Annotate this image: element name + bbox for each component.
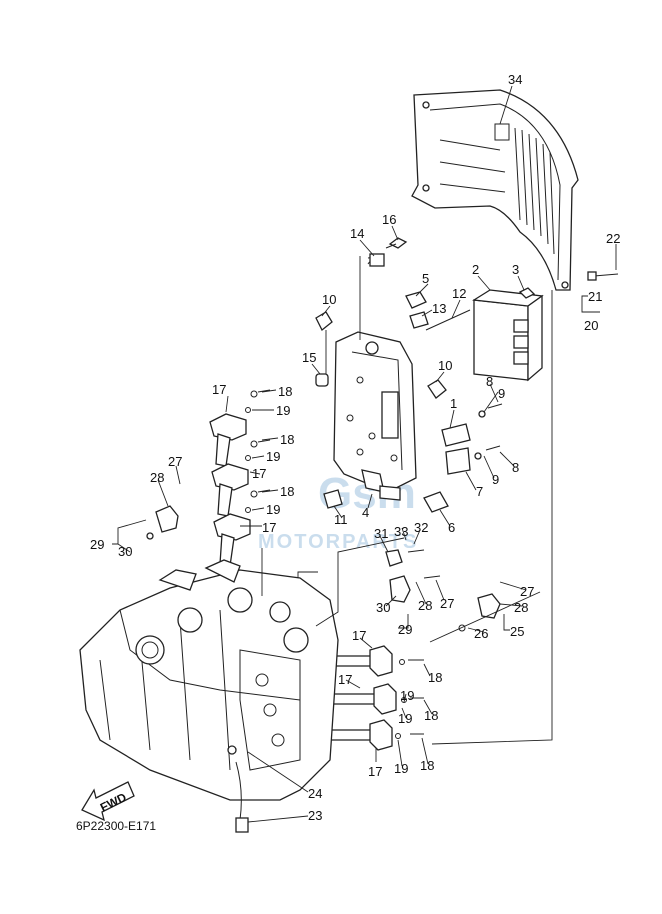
callout-34: 34: [508, 72, 522, 87]
callout-12: 12: [452, 286, 466, 301]
callout-19-seal-2: 19: [266, 449, 280, 464]
callout-25: 25: [510, 624, 524, 639]
callout-1: 1: [450, 396, 457, 411]
callout-30-mid: 30: [376, 600, 390, 615]
callout-28-left: 28: [150, 470, 164, 485]
mounting-bracket: [333, 331, 417, 501]
cam-sensors: [146, 505, 501, 632]
callout-19-seal-4: 19: [400, 688, 414, 703]
callout-27-mid: 27: [440, 596, 454, 611]
ecm-unit: [472, 289, 544, 382]
callout-14: 14: [350, 226, 364, 241]
callout-19-seal-3: 19: [266, 502, 280, 517]
callout-19-seal-5: 19: [398, 711, 412, 726]
small-hardware: [315, 237, 619, 513]
callout-26: 26: [474, 626, 488, 641]
ignition-coils-upper: [209, 389, 271, 567]
callout-9-lower: 9: [492, 472, 499, 487]
callout-3: 3: [512, 262, 519, 277]
callout-11: 11: [334, 512, 348, 527]
callout-31: 31: [374, 526, 388, 541]
callout-32: 32: [414, 520, 428, 535]
callout-17-coil-2: 17: [252, 466, 266, 481]
callout-18-bolt-6: 18: [420, 758, 434, 773]
callout-29-mid: 29: [398, 622, 412, 637]
engine-block: [79, 559, 339, 801]
callout-17-coil-3: 17: [262, 520, 276, 535]
callout-33: 33: [394, 524, 408, 539]
callout-20: 20: [584, 318, 598, 333]
callout-18-bolt-3: 18: [280, 484, 294, 499]
callout-17-coil-1: 17: [212, 382, 226, 397]
callout-17-coil-6: 17: [368, 764, 382, 779]
callout-19-seal-6: 19: [394, 761, 408, 776]
callout-28-mid: 28: [418, 598, 432, 613]
forward-direction-arrow: FWD: [81, 781, 135, 822]
callout-18-bolt-1: 18: [278, 384, 292, 399]
callout-30-left: 30: [118, 544, 132, 559]
callout-17-coil-4: 17: [352, 628, 366, 643]
callout-27-right: 27: [520, 584, 534, 599]
callout-13: 13: [432, 301, 446, 316]
callout-6: 6: [448, 520, 455, 535]
callout-17-coil-5: 17: [338, 672, 352, 687]
callout-16: 16: [382, 212, 396, 227]
callout-22: 22: [606, 231, 620, 246]
callout-18-bolt-5: 18: [424, 708, 438, 723]
electrical-cover: [411, 89, 579, 291]
callout-4: 4: [362, 505, 369, 520]
callout-9-upper: 9: [498, 386, 505, 401]
callout-numbers: 34 16 14 22 2 3 5 21 20 10 12 13 15 10 1…: [90, 72, 620, 823]
callout-24: 24: [308, 786, 322, 801]
callout-21: 21: [588, 289, 602, 304]
callout-8-lower: 8: [512, 460, 519, 475]
callout-29-left: 29: [90, 537, 104, 552]
assembly-lines: [261, 256, 553, 745]
callout-23: 23: [308, 808, 322, 823]
callout-10-mid: 10: [438, 358, 452, 373]
watermark-subtitle-text: MOTORPARTS: [258, 531, 418, 553]
callout-18-bolt-2: 18: [280, 432, 294, 447]
sensor-lead: [227, 745, 249, 833]
leader-lines: [112, 85, 617, 823]
callout-2: 2: [472, 262, 479, 277]
callout-18-bolt-4: 18: [428, 670, 442, 685]
callout-7: 7: [476, 484, 483, 499]
callout-5: 5: [422, 271, 429, 286]
callout-27-left: 27: [168, 454, 182, 469]
ignition-coils-lower: [321, 645, 424, 751]
callout-10-upper: 10: [322, 292, 336, 307]
callout-19-seal-1: 19: [276, 403, 290, 418]
callout-28-right: 28: [514, 600, 528, 615]
diagram-code: 6P22300-E171: [76, 819, 156, 833]
callout-8-upper: 8: [486, 374, 493, 389]
callout-15: 15: [302, 350, 316, 365]
